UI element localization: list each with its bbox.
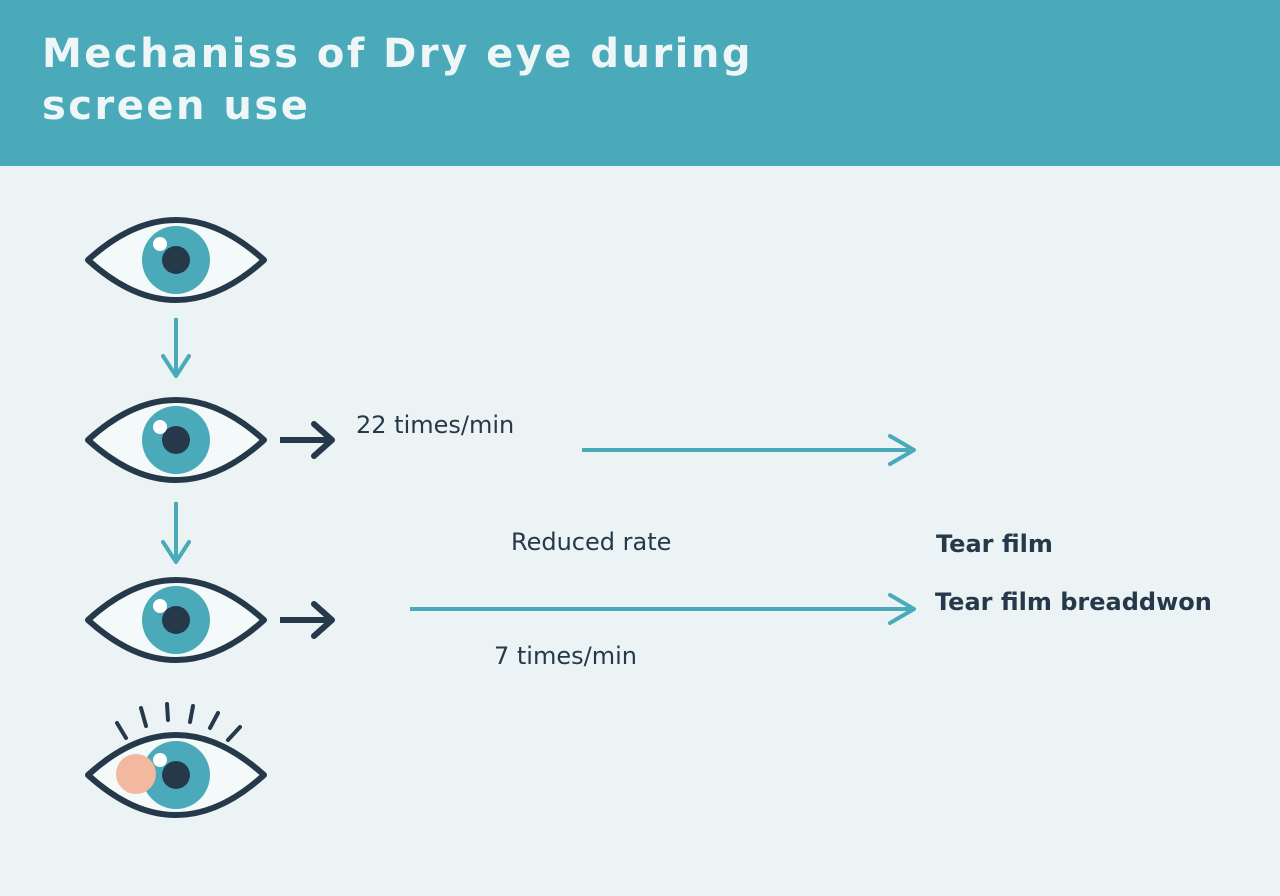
down-arrow-icon xyxy=(161,318,191,378)
normal-blink-rate-label: 22 times/min xyxy=(356,411,515,439)
eye-icon xyxy=(85,217,267,303)
irritated-eye-icon xyxy=(85,702,267,818)
eye-icon xyxy=(85,577,267,663)
tear-film-breakdown-label: Tear film breaddwon xyxy=(935,588,1212,616)
page-title: Mechaniss of Dry eye during screen use xyxy=(42,31,753,129)
reduced-rate-label: Reduced rate xyxy=(511,528,672,556)
down-arrow-icon xyxy=(161,502,191,564)
eye-icon xyxy=(85,397,267,483)
tear-film-label: Tear film xyxy=(936,530,1053,558)
header-banner: Mechaniss of Dry eye during screen use xyxy=(0,0,1280,166)
right-arrow-icon xyxy=(280,601,335,639)
long-arrow-icon xyxy=(582,434,916,466)
right-arrow-icon xyxy=(280,421,335,459)
long-arrow-icon xyxy=(410,593,916,625)
screen-blink-rate-label: 7 times/min xyxy=(494,642,637,670)
